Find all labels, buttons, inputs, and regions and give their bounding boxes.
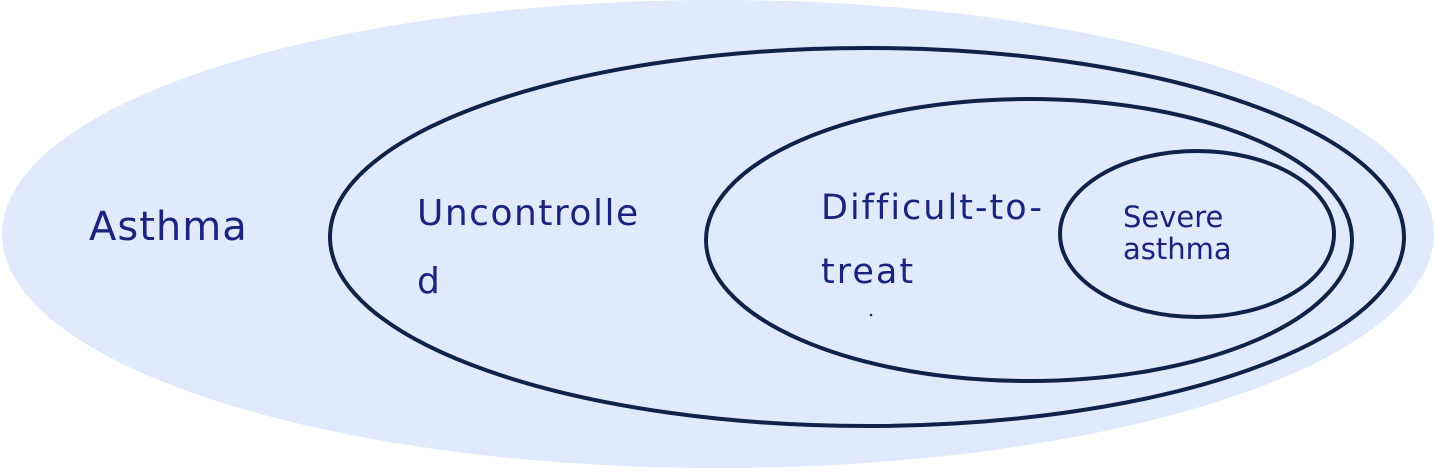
uncontrolled-label: Uncontrolle d	[417, 180, 640, 316]
difficult-to-treat-label: Difficult-to- treat	[821, 176, 1044, 304]
uncontrolled-label-line-1: Uncontrolle	[417, 193, 640, 234]
uncontrolled-label-line-2: d	[417, 261, 442, 302]
difficult-to-treat-label-line-2: treat	[821, 252, 916, 292]
severe-asthma-label-line-2: asthma	[1123, 232, 1232, 266]
asthma-label: Asthma	[89, 204, 248, 250]
severe-asthma-label: Severe asthma	[1123, 201, 1232, 265]
difficult-to-treat-label-line-1: Difficult-to-	[821, 188, 1044, 228]
severe-asthma-label-line-1: Severe	[1123, 200, 1224, 234]
asthma-label-line-1: Asthma	[89, 204, 248, 250]
severe-asthma-ellipse	[1058, 149, 1336, 319]
stray-dot	[869, 313, 873, 317]
